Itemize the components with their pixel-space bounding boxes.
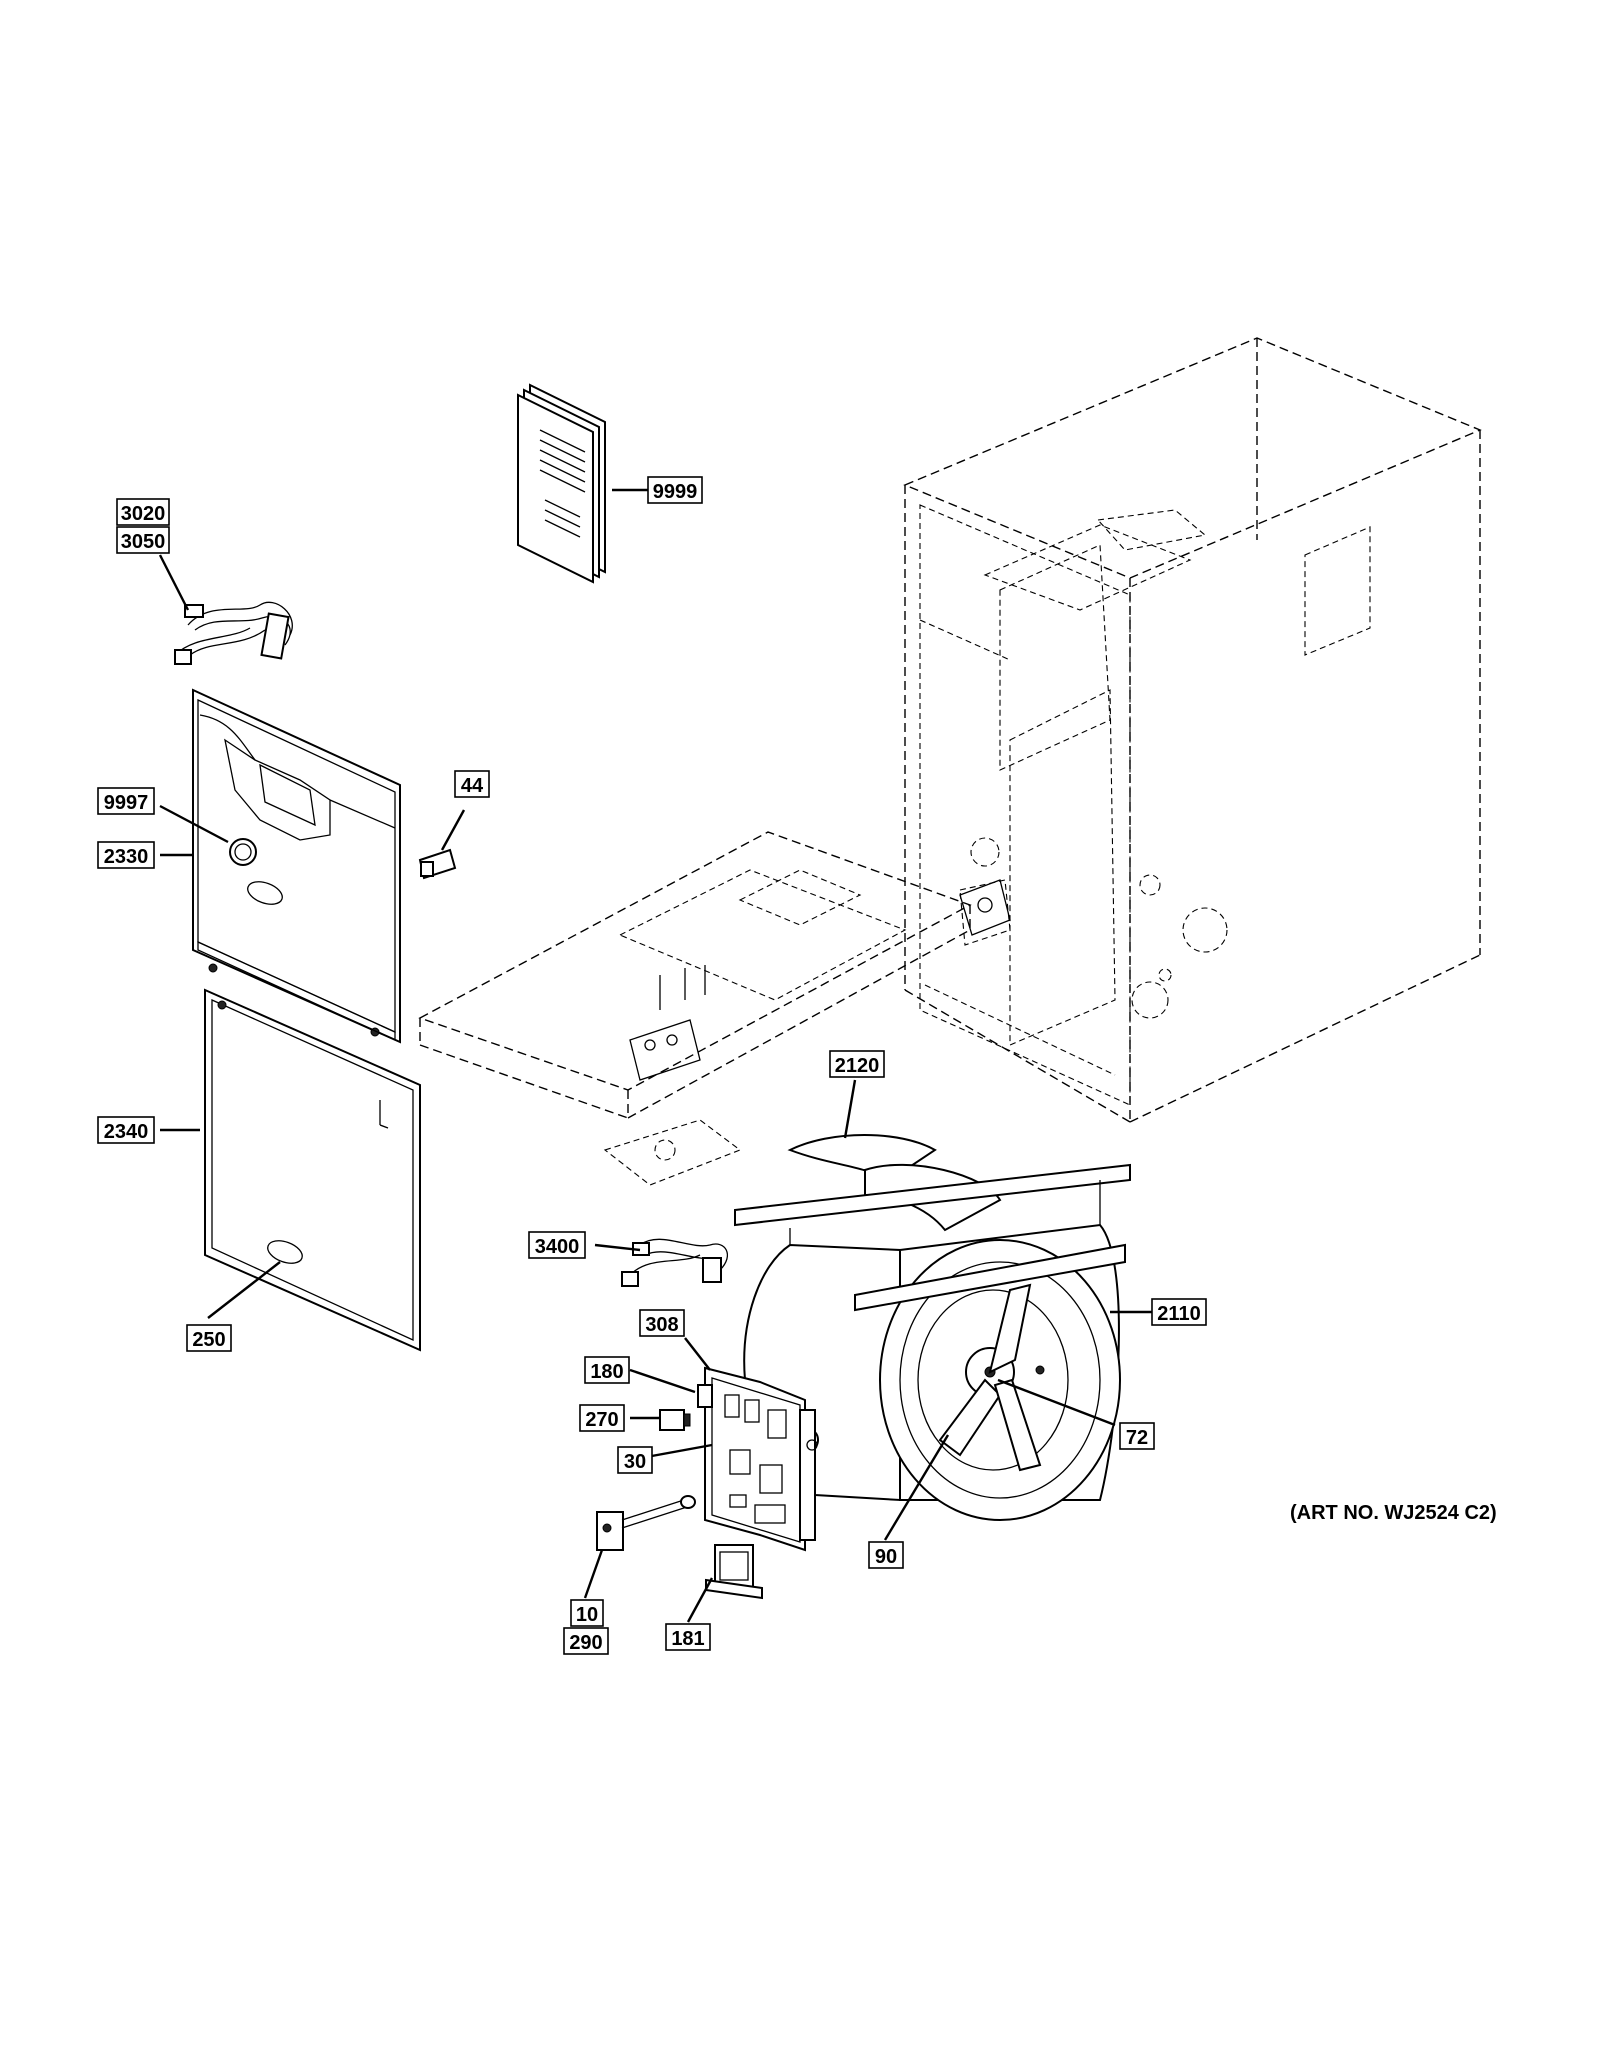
callout-2110: 2110 xyxy=(1151,1298,1207,1326)
lower-door-panel xyxy=(204,988,421,1352)
svg-text:181: 181 xyxy=(671,1628,704,1650)
svg-text:9999: 9999 xyxy=(653,481,698,503)
callout-181: 181 xyxy=(665,1623,711,1651)
svg-text:3400: 3400 xyxy=(535,1236,580,1258)
cabinet-outline xyxy=(903,337,1482,1123)
svg-text:9997: 9997 xyxy=(104,792,149,814)
svg-text:72: 72 xyxy=(1126,1427,1148,1449)
art-number-label: (ART NO. WJ2524 C2) xyxy=(1290,1502,1497,1524)
transformer xyxy=(705,1544,763,1600)
motor-mount-bracket xyxy=(629,879,1011,1081)
flame-sensor xyxy=(596,1495,696,1551)
svg-text:2340: 2340 xyxy=(104,1121,149,1143)
svg-text:250: 250 xyxy=(192,1329,225,1351)
svg-text:308: 308 xyxy=(645,1314,678,1336)
manual-booklet xyxy=(517,383,606,584)
callout-2340: 2340 xyxy=(97,1116,155,1144)
callout-3020: 3020 xyxy=(116,498,170,526)
base-pan-outline xyxy=(418,831,972,1186)
callout-72: 72 xyxy=(1119,1422,1155,1450)
svg-text:10: 10 xyxy=(576,1604,598,1626)
svg-text:90: 90 xyxy=(875,1546,897,1568)
callout-3400: 3400 xyxy=(528,1231,586,1259)
callout-9997: 9997 xyxy=(97,787,155,815)
callout-270: 270 xyxy=(579,1404,625,1432)
svg-text:3050: 3050 xyxy=(121,531,166,553)
svg-text:30: 30 xyxy=(624,1451,646,1473)
svg-text:180: 180 xyxy=(590,1361,623,1383)
callout-44: 44 xyxy=(454,770,490,798)
callout-30: 30 xyxy=(617,1446,653,1474)
wire-harness-top xyxy=(174,601,293,665)
svg-text:2110: 2110 xyxy=(1157,1303,1200,1325)
control-board xyxy=(704,1366,818,1552)
svg-text:2120: 2120 xyxy=(835,1055,880,1077)
svg-text:290: 290 xyxy=(569,1632,602,1654)
svg-text:3020: 3020 xyxy=(121,503,166,525)
fuse-holder xyxy=(697,1384,713,1408)
svg-text:2330: 2330 xyxy=(104,846,149,868)
wire-harness-blower xyxy=(621,1238,729,1287)
svg-text:270: 270 xyxy=(585,1409,618,1431)
limit-switch xyxy=(659,1409,691,1431)
callout-2120: 2120 xyxy=(829,1050,885,1078)
callout-290: 290 xyxy=(563,1627,609,1655)
callout-180: 180 xyxy=(584,1356,630,1384)
callout-250: 250 xyxy=(186,1324,232,1352)
callout-3050: 3050 xyxy=(116,526,170,554)
callout-90: 90 xyxy=(868,1541,904,1569)
door-switch-clip xyxy=(418,848,457,880)
callout-2330: 2330 xyxy=(97,841,155,869)
callout-308: 308 xyxy=(639,1309,685,1337)
upper-door-panel xyxy=(192,688,401,1044)
callout-10: 10 xyxy=(570,1599,604,1627)
svg-text:44: 44 xyxy=(461,775,484,797)
callout-9999: 9999 xyxy=(647,476,703,504)
